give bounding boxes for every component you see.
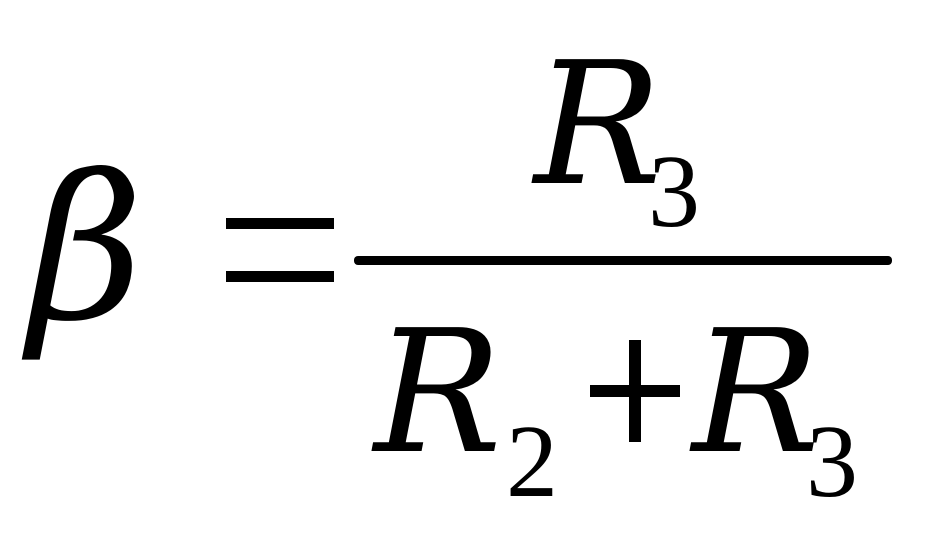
- denominator-term2-symbol: R: [692, 294, 820, 492]
- denominator-term1-symbol: R: [374, 294, 502, 492]
- beta-symbol: β: [28, 133, 144, 366]
- equals-sign: [226, 218, 334, 282]
- equals-bar-top: [226, 218, 334, 229]
- equals-bar-bottom: [226, 271, 334, 282]
- plus-sign: [590, 340, 680, 442]
- plus-vertical: [629, 340, 641, 442]
- fraction-bar: [354, 256, 892, 265]
- denominator-term2-subscript: 3: [806, 404, 858, 519]
- numerator-subscript: 3: [648, 134, 700, 249]
- numerator-symbol: R: [534, 26, 662, 224]
- denominator-term1-subscript: 2: [506, 404, 558, 519]
